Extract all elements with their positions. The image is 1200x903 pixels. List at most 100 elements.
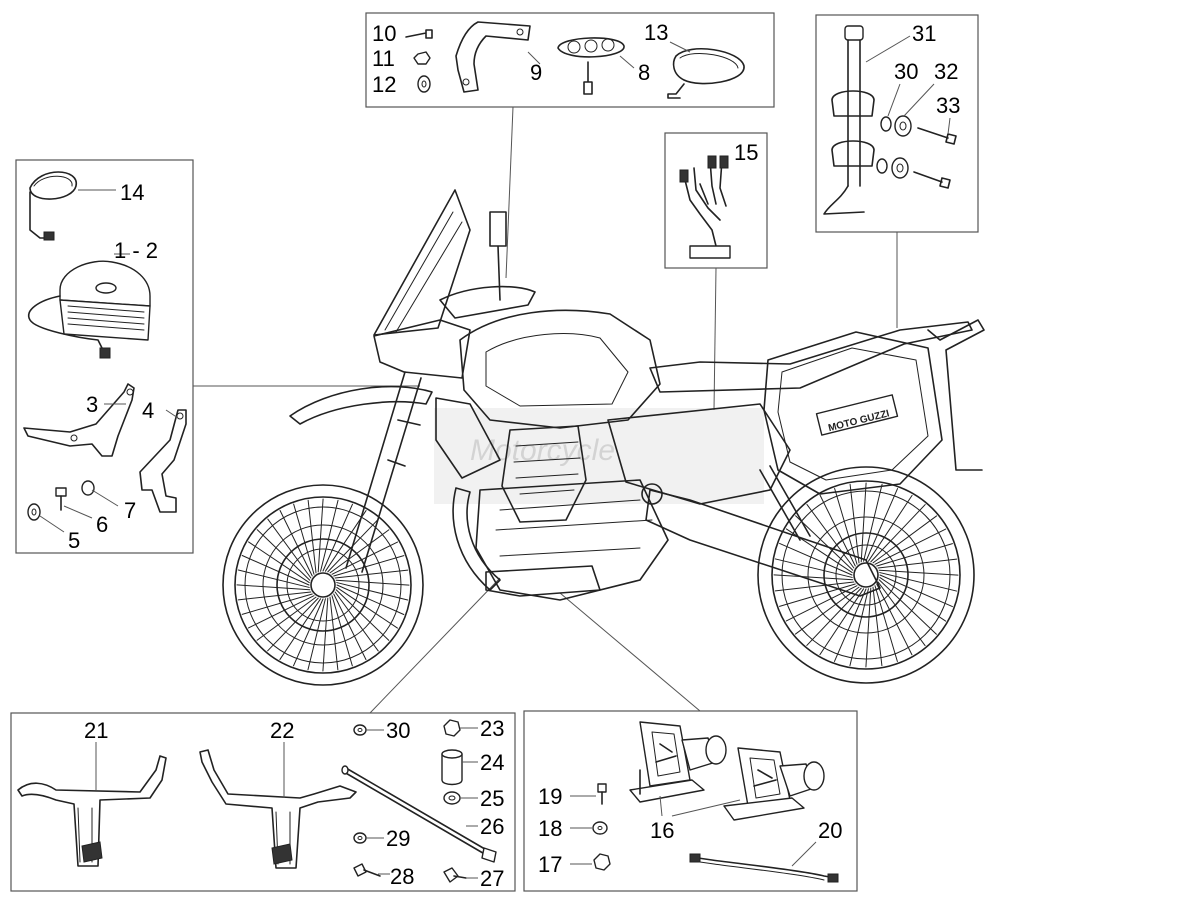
rear-spoke [870, 504, 926, 563]
rear-spoke [876, 583, 913, 656]
front-spoke [241, 593, 313, 615]
label-32: 32 [934, 59, 958, 84]
rear-spoke [867, 494, 913, 562]
front-spoke [335, 579, 410, 586]
label-leaders [39, 35, 951, 879]
rear-spoke [779, 583, 856, 607]
front-spoke [335, 589, 390, 641]
skid-plate [485, 565, 601, 597]
label-20: 20 [818, 818, 842, 843]
rear-spoke [834, 488, 858, 565]
rear-spoke [794, 586, 860, 635]
rear-spoke [872, 515, 938, 564]
fuel-tank [459, 309, 661, 429]
front-spoke [317, 498, 324, 573]
rear-spokes [773, 482, 959, 668]
label-4: 4 [142, 398, 154, 423]
side-panel [607, 403, 791, 505]
part-washer-18 [592, 821, 608, 835]
rear-spoke [879, 576, 947, 622]
label-23: 23 [480, 716, 504, 741]
label-13: 13 [644, 20, 668, 45]
front-brake-disc [262, 524, 384, 646]
label-26: 26 [480, 814, 504, 839]
front-spoke [322, 597, 329, 672]
label-8: 8 [638, 60, 650, 85]
rear-spoke [877, 581, 926, 647]
label-31: 31 [912, 21, 936, 46]
rear-spoke [865, 587, 872, 668]
label-27: 27 [480, 866, 504, 891]
box-mount-parts [365, 12, 775, 108]
motorcycle-illustration: MOTO GUZZI [222, 189, 985, 686]
label-11: 11 [372, 46, 395, 71]
front-spoke [279, 509, 313, 577]
rear-spoke [806, 503, 855, 569]
front-spoke [307, 499, 317, 574]
rear-spoke [773, 574, 854, 581]
part-cable-14 [29, 171, 77, 241]
windscreen [373, 189, 471, 336]
rear-spoke [774, 581, 855, 592]
part-bracket-9 [455, 21, 531, 93]
front-spoke [237, 591, 312, 601]
front-spoke [247, 595, 315, 629]
leader-harness [713, 267, 717, 411]
label-18: 18 [538, 816, 562, 841]
label-9: 9 [530, 60, 542, 85]
crash-bar-mounted [452, 487, 501, 591]
part-case-mount-31 [823, 25, 875, 215]
part-wiring-harness-15 [679, 155, 731, 259]
front-spoke [329, 596, 339, 671]
part-bolt-28 [353, 863, 381, 877]
part-spacer-32 [891, 115, 912, 179]
rear-spoke [877, 558, 958, 569]
part-bracket-3 [23, 383, 135, 457]
label-21: 21 [84, 718, 108, 743]
front-fork [345, 371, 422, 573]
part-nut-17 [593, 853, 611, 871]
part-bolt-19 [597, 783, 607, 805]
rear-spoke [849, 483, 860, 564]
label-15: 15 [734, 140, 758, 165]
rear-spoke [872, 586, 883, 667]
label-33: 33 [936, 93, 960, 118]
front-spoke [267, 597, 319, 652]
swingarm [645, 489, 881, 597]
part-nut-7 [81, 480, 95, 496]
label-19: 19 [538, 784, 562, 809]
part-washer-5 [27, 503, 41, 521]
front-spoke [336, 582, 409, 601]
label-5: 5 [68, 528, 80, 553]
part-washer-25 [443, 791, 461, 805]
rear-shock [759, 465, 811, 541]
part-rod-26 [341, 765, 497, 863]
front-spoke [322, 503, 353, 572]
front-spoke [324, 510, 367, 572]
front-spoke [279, 598, 322, 660]
rear-spoke [795, 515, 854, 571]
part-siren-1-2 [27, 260, 151, 359]
part-nut-11 [413, 51, 431, 65]
part-horn-16 [629, 721, 825, 821]
front-spoke [333, 593, 367, 661]
front-spoke [307, 598, 326, 671]
front-fender [289, 385, 433, 425]
rear-spoke [779, 542, 853, 576]
part-bracket-4 [139, 409, 187, 513]
rear-spoke [833, 588, 867, 662]
rear-spoke [876, 543, 953, 567]
part-bolt-6 [55, 487, 67, 511]
part-bolt-33 [913, 127, 957, 189]
front-fairing [373, 319, 471, 379]
rear-spoke [806, 587, 862, 646]
label-22: 22 [270, 718, 294, 743]
rear-wheel [757, 466, 975, 684]
rear-spoke [863, 483, 883, 562]
label-25: 25 [480, 786, 504, 811]
rear-spoke [878, 569, 959, 576]
rear-spoke [849, 588, 869, 667]
label-30-top: 30 [894, 59, 918, 84]
label-6: 6 [96, 512, 108, 537]
label-30-bottom: 30 [386, 718, 410, 743]
